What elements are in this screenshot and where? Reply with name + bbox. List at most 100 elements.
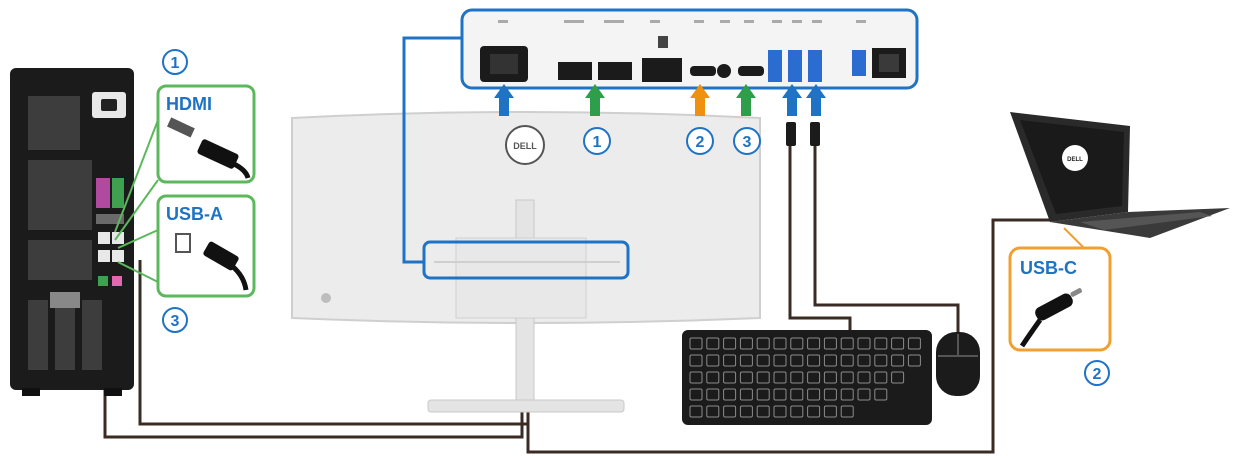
pc-io-ports [50, 178, 124, 308]
keyboard-key [907, 354, 921, 367]
keyboard-key [723, 337, 737, 350]
usba-port-3 [808, 50, 822, 82]
usb-plugs [786, 122, 820, 146]
keyboard-key [739, 371, 753, 384]
keyboard-key [689, 405, 703, 418]
displayport-port [642, 58, 682, 82]
keyboard-key [823, 337, 837, 350]
keyboard-key [739, 388, 753, 401]
usbc-port [690, 66, 716, 76]
keyboard-key [790, 371, 804, 384]
usba-callout: USB-A [117, 194, 256, 298]
arrow-usbc [690, 84, 710, 116]
keyboard-key [706, 371, 720, 384]
keyboard [682, 330, 932, 425]
usbc-port-2 [738, 66, 764, 76]
arrow-usb-upstream [736, 84, 756, 116]
usbc-connector-icon [1019, 288, 1083, 348]
keyboard-key [689, 371, 703, 384]
usba-callout-box [156, 194, 256, 298]
keyboard-key [823, 354, 837, 367]
keyboard-keys [689, 337, 921, 418]
keyboard-key [756, 405, 770, 418]
keyboard-key [840, 371, 854, 384]
usbc-label: USB-C [1020, 258, 1077, 278]
keyboard-key [773, 354, 787, 367]
monitor: DELL [291, 111, 761, 413]
keyboard-key [891, 354, 905, 367]
keyboard-key [857, 337, 871, 350]
hdmi-callout: HDMI [114, 84, 256, 241]
svg-text:1: 1 [171, 55, 180, 72]
keyboard-key [857, 354, 871, 367]
usba-port-2 [788, 50, 802, 82]
keyboard-key [874, 371, 888, 384]
usba-port-1 [768, 50, 782, 82]
keyboard-key [840, 354, 854, 367]
arrow-usba-mouse [806, 84, 826, 116]
port-panel [460, 8, 919, 90]
keyboard-key [756, 354, 770, 367]
keyboard-key [857, 371, 871, 384]
keyboard-key [857, 388, 871, 401]
cable-keyboard [788, 145, 852, 332]
keyboard-key [840, 337, 854, 350]
badge-port-usbc: 2 [686, 127, 714, 155]
keyboard-body [682, 330, 932, 425]
keyboard-key [874, 337, 888, 350]
port-panel-frame [460, 8, 919, 90]
cable-laptop [526, 218, 1050, 454]
keyboard-key [891, 371, 905, 384]
arrow-usba-keyboard [782, 84, 802, 116]
keyboard-key [773, 371, 787, 384]
laptop-dell-logo-icon: DELL [1062, 145, 1088, 171]
arrow-hdmi [585, 84, 605, 116]
usba-label: USB-A [166, 204, 223, 224]
audio-port [717, 64, 731, 78]
keyboard-key [823, 371, 837, 384]
keyboard-key [907, 337, 921, 350]
keyboard-key [874, 388, 888, 401]
keyboard-key [689, 388, 703, 401]
keyboard-key [756, 371, 770, 384]
keyboard-key [706, 337, 720, 350]
keyboard-key [790, 388, 804, 401]
svg-text:DELL: DELL [1067, 157, 1083, 163]
svg-text:3: 3 [743, 134, 752, 151]
keyboard-key [823, 388, 837, 401]
keyboard-key [739, 337, 753, 350]
hdmi-port-2 [598, 62, 632, 80]
laptop: DELL [1010, 112, 1230, 238]
pc-vent-grid [28, 96, 102, 370]
keyboard-key [706, 354, 720, 367]
keyboard-key [739, 405, 753, 418]
keyboard-key [756, 388, 770, 401]
keyboard-key [723, 371, 737, 384]
keyboard-key [823, 405, 837, 418]
dell-logo-text: DELL [513, 141, 537, 151]
keyboard-key [874, 354, 888, 367]
keyboard-key [807, 337, 821, 350]
svg-text:2: 2 [1093, 366, 1102, 383]
keyboard-key [790, 405, 804, 418]
keyboard-key [723, 388, 737, 401]
zoom-connector-line [402, 36, 462, 264]
badge-pc-usb: 3 [162, 307, 188, 333]
hdmi-label: HDMI [166, 94, 212, 114]
port-arrows [494, 84, 826, 116]
keyboard-key [723, 405, 737, 418]
badge-laptop-usbc: 2 [1084, 360, 1110, 386]
keyboard-key [807, 354, 821, 367]
keyboard-key [840, 405, 854, 418]
keyboard-key [807, 371, 821, 384]
keyboard-key [790, 337, 804, 350]
keyboard-key [706, 405, 720, 418]
hdmi-port-1 [558, 62, 592, 80]
usba-connector-icon [175, 233, 249, 291]
arrow-power [494, 84, 514, 116]
keyboard-key [773, 388, 787, 401]
keyboard-key [807, 405, 821, 418]
svg-text:1: 1 [593, 134, 602, 151]
mouse [936, 332, 980, 396]
